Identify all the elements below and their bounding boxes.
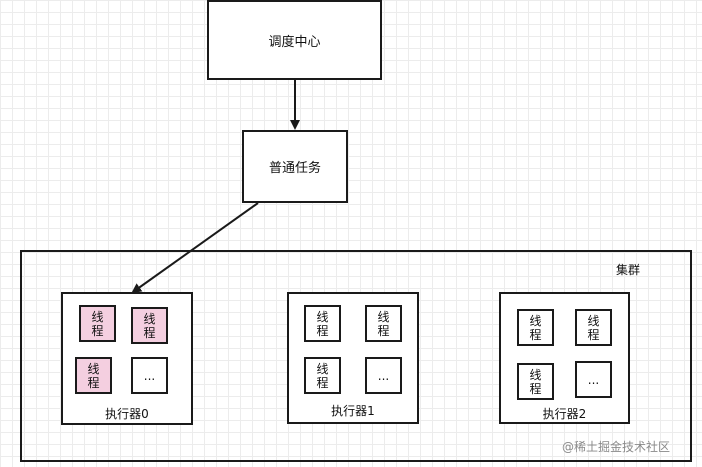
thread-label: 线 [529,367,542,382]
more-threads-box: ... [131,357,168,394]
thread-box: 线 程 [304,357,341,394]
executor-1: 线 程 线 程 线 程 ... 执行器1 [287,292,419,424]
thread-box: 线 程 [517,363,554,400]
thread-box: 线 程 [131,307,168,344]
thread-label: 线 [87,361,100,376]
thread-label: 程 [529,327,542,342]
more-label: ... [143,368,156,383]
thread-box: 线 程 [575,309,612,346]
thread-label: 程 [143,325,156,340]
executor-0: 线 程 线 程 线 程 ... 执行器0 [61,292,193,425]
watermark: @稀土掘金技术社区 [562,440,671,454]
more-label: ... [587,372,600,387]
more-threads-box: ... [575,361,612,398]
thread-label: 线 [316,309,329,324]
thread-label: 程 [91,323,104,338]
thread-box: 线 程 [75,357,112,394]
thread-label: 线 [91,309,104,324]
thread-label: 线 [377,309,390,324]
thread-label: 程 [587,327,600,342]
thread-label: 程 [87,375,100,390]
thread-label: 线 [316,361,329,376]
thread-label: 程 [316,323,329,338]
executor-label: 执行器1 [331,404,375,418]
thread-label: 线 [529,313,542,328]
more-label: ... [377,368,390,383]
thread-box: 线 程 [304,305,341,342]
scheduler-label: 调度中心 [268,34,321,50]
scheduler-node: 调度中心 [207,0,382,80]
thread-label: 程 [316,375,329,390]
executor-2: 线 程 线 程 线 程 ... 执行器2 [499,292,630,424]
task-node: 普通任务 [242,130,348,203]
more-threads-box: ... [365,357,402,394]
thread-box: 线 程 [79,305,116,342]
thread-label: 程 [377,323,390,338]
arrow-task-to-executor0 [131,202,259,294]
thread-label: 线 [587,313,600,328]
task-label: 普通任务 [268,161,321,176]
executor-label: 执行器2 [542,407,587,421]
thread-box: 线 程 [365,305,402,342]
thread-box: 线 程 [517,309,554,346]
cluster-container [20,250,692,462]
executor-label: 执行器0 [105,407,149,421]
thread-label: 程 [529,381,542,396]
thread-label: 线 [143,311,156,326]
cluster-label: 集群 [616,263,641,277]
